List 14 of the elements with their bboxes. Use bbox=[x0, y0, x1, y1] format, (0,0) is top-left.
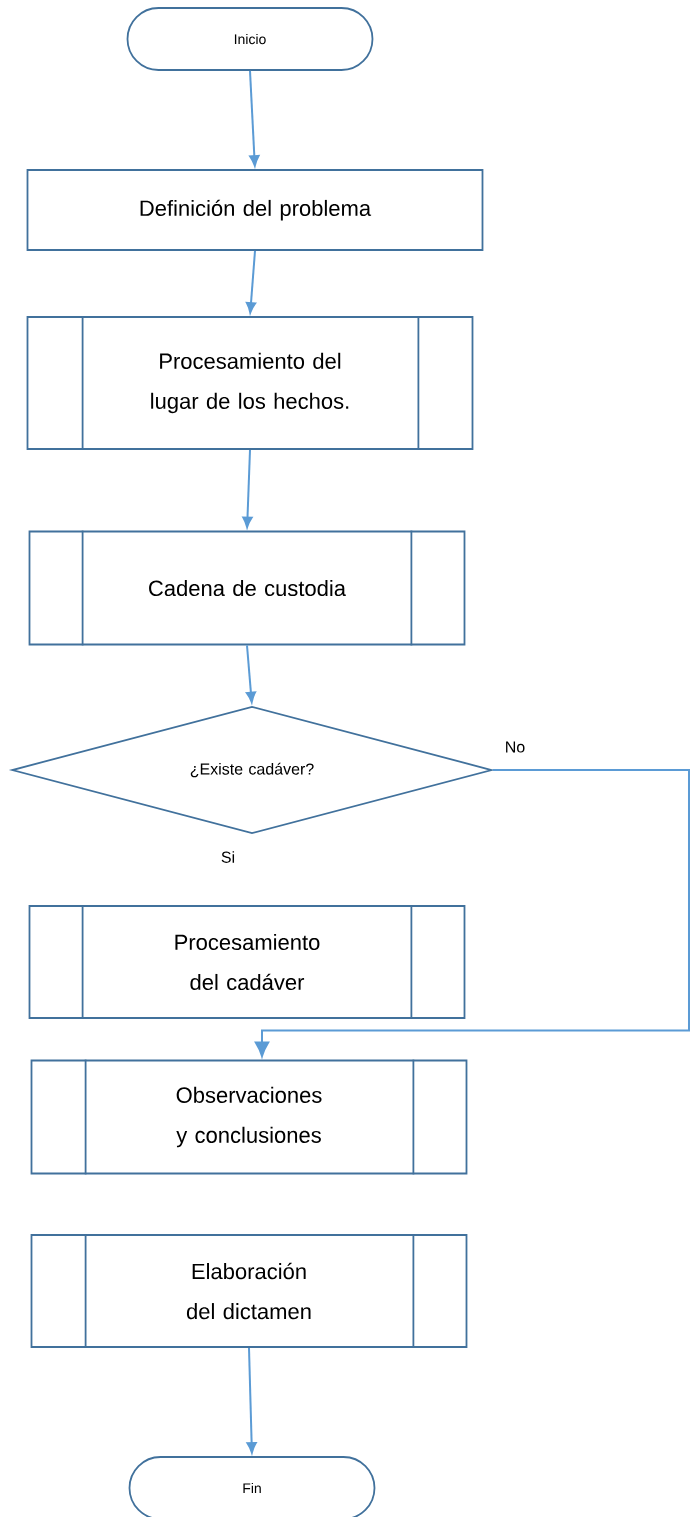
arrow bbox=[245, 644, 257, 703]
predefined-process-box: Procesamiento del cadáver bbox=[28, 904, 466, 1020]
process-box: Definición del problema bbox=[26, 169, 484, 251]
arrow bbox=[246, 1346, 257, 1454]
predefined-process-box: Cadena de custodia bbox=[28, 529, 466, 647]
predefined-process-box: Procesamiento del lugar de los hechos. bbox=[26, 315, 474, 451]
branch-label: Si bbox=[221, 851, 235, 863]
arrow bbox=[242, 448, 253, 528]
arrow bbox=[249, 69, 260, 167]
arrow bbox=[254, 769, 690, 1058]
edge-label: No bbox=[502, 739, 528, 755]
arrow bbox=[245, 249, 257, 314]
predefined-process-box: Observaciones y conclusiones bbox=[30, 1058, 468, 1176]
predefined-process-box: Elaboración del dictamen bbox=[30, 1233, 468, 1349]
